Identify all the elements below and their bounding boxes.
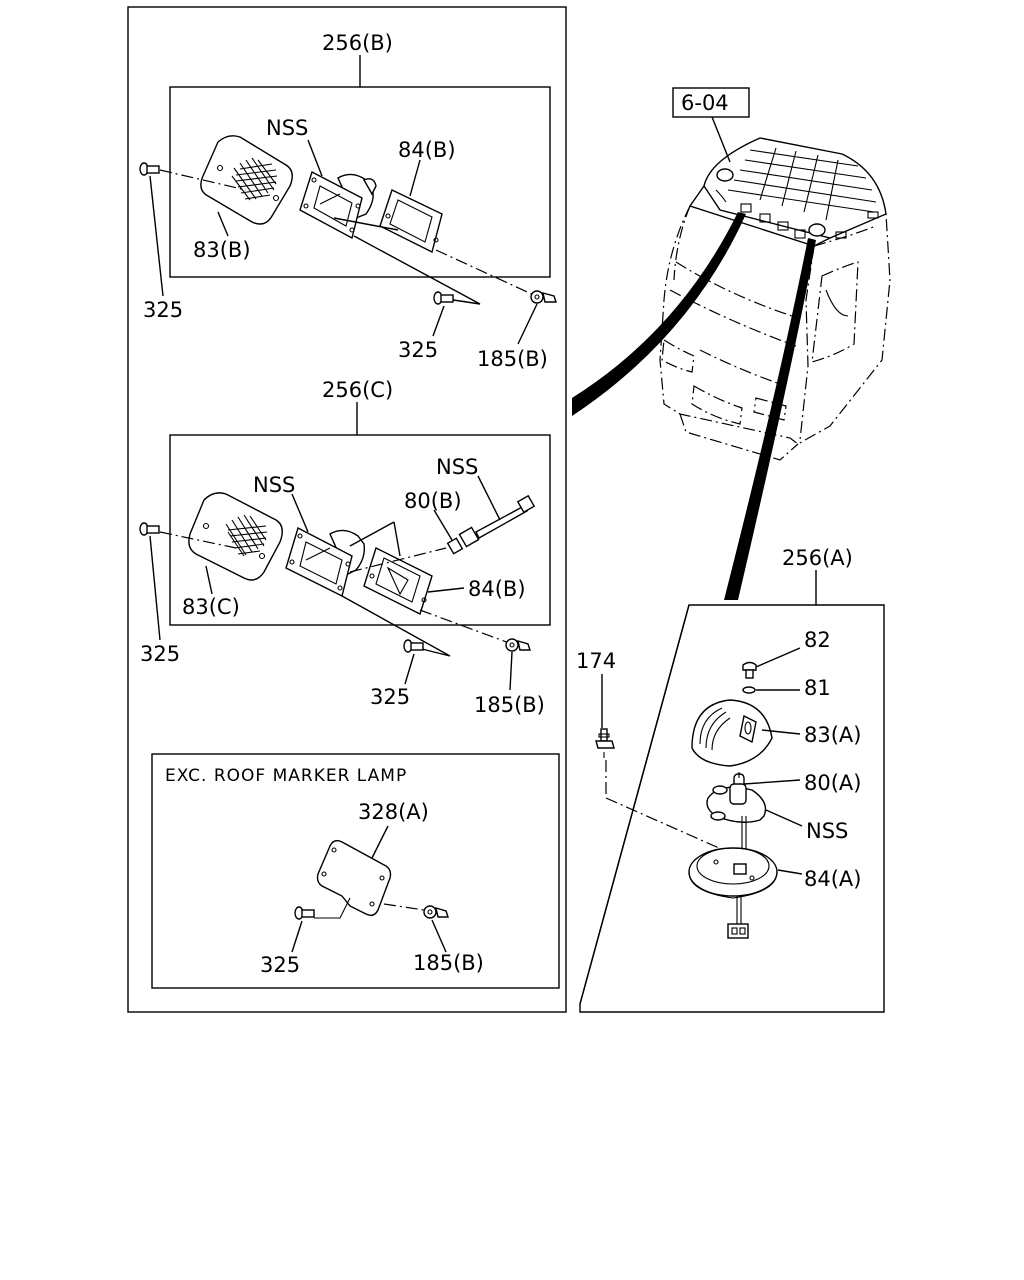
gasket-84b <box>379 189 443 254</box>
assembly-256c: 256(C) <box>139 378 551 717</box>
bolt-174 <box>595 728 615 758</box>
screw-325-b-left <box>139 162 160 176</box>
label-81: 81 <box>804 676 831 700</box>
dome-lens-83a <box>691 699 773 767</box>
label-328a: 328(A) <box>358 800 429 824</box>
exc-title: EXC. ROOF MARKER LAMP <box>165 766 407 786</box>
nut-185b-b <box>530 290 557 304</box>
lamp-body-b <box>299 170 377 240</box>
label-185b-c: 185(B) <box>474 693 545 717</box>
lens-83c <box>188 492 283 581</box>
label-185b-b: 185(B) <box>477 347 548 371</box>
label-80b: 80(B) <box>404 489 462 513</box>
label-83c: 83(C) <box>182 595 240 619</box>
label-185b-exc: 185(B) <box>413 951 484 975</box>
wire-harness-c <box>475 494 536 539</box>
leader-band-lower <box>724 238 816 600</box>
washer-81 <box>742 686 756 694</box>
lamp-body-c <box>285 526 366 598</box>
assembly-256a: 256(A) <box>576 546 885 1013</box>
screw-325-b-bottom <box>433 291 454 305</box>
assembly-256b: 256(B) <box>139 31 557 371</box>
label-256b: 256(B) <box>322 31 393 55</box>
left-panel-frame <box>127 6 567 1013</box>
label-256a: 256(A) <box>782 546 853 570</box>
exc-roof-marker-lamp: EXC. ROOF MARKER LAMP 328(A) 325 185(B) <box>151 753 560 989</box>
label-174: 174 <box>576 649 616 673</box>
label-84b-b: 84(B) <box>398 138 456 162</box>
plate-328a <box>316 839 392 917</box>
label-80a: 80(A) <box>804 771 861 795</box>
label-nss-c-lamp: NSS <box>253 473 295 497</box>
screw-325-c-bottom <box>403 639 424 653</box>
label-ref-6-04: 6-04 <box>681 91 729 115</box>
ref-box-6-04 <box>672 87 750 118</box>
label-84b-c: 84(B) <box>468 577 526 601</box>
bulb-80b <box>446 526 480 555</box>
screw-325-c-left <box>139 522 160 536</box>
label-325-c-left: 325 <box>140 642 180 666</box>
truck-cab-illustration: 6-04 <box>659 87 891 461</box>
label-nss-c-wire: NSS <box>436 455 478 479</box>
label-325-b-bottom: 325 <box>398 338 438 362</box>
label-83b: 83(B) <box>193 238 251 262</box>
gasket-84b-c <box>363 547 433 615</box>
lens-83b <box>200 135 293 225</box>
screw-325-exc <box>294 906 315 920</box>
nut-185b-exc <box>423 905 449 919</box>
screw-82 <box>742 661 757 679</box>
label-nss-b: NSS <box>266 116 308 140</box>
base-84a <box>688 847 778 899</box>
label-nss-a: NSS <box>806 819 848 843</box>
label-256c: 256(C) <box>322 378 393 402</box>
label-84a: 84(A) <box>804 867 861 891</box>
socket-nss <box>706 783 767 860</box>
label-82: 82 <box>804 628 831 652</box>
label-325-c-bottom: 325 <box>370 685 410 709</box>
leader-band-upper <box>572 212 746 416</box>
label-83a: 83(A) <box>804 723 861 747</box>
label-325-exc: 325 <box>260 953 300 977</box>
label-325-b-left: 325 <box>143 298 183 322</box>
nut-185b-c <box>505 638 531 652</box>
